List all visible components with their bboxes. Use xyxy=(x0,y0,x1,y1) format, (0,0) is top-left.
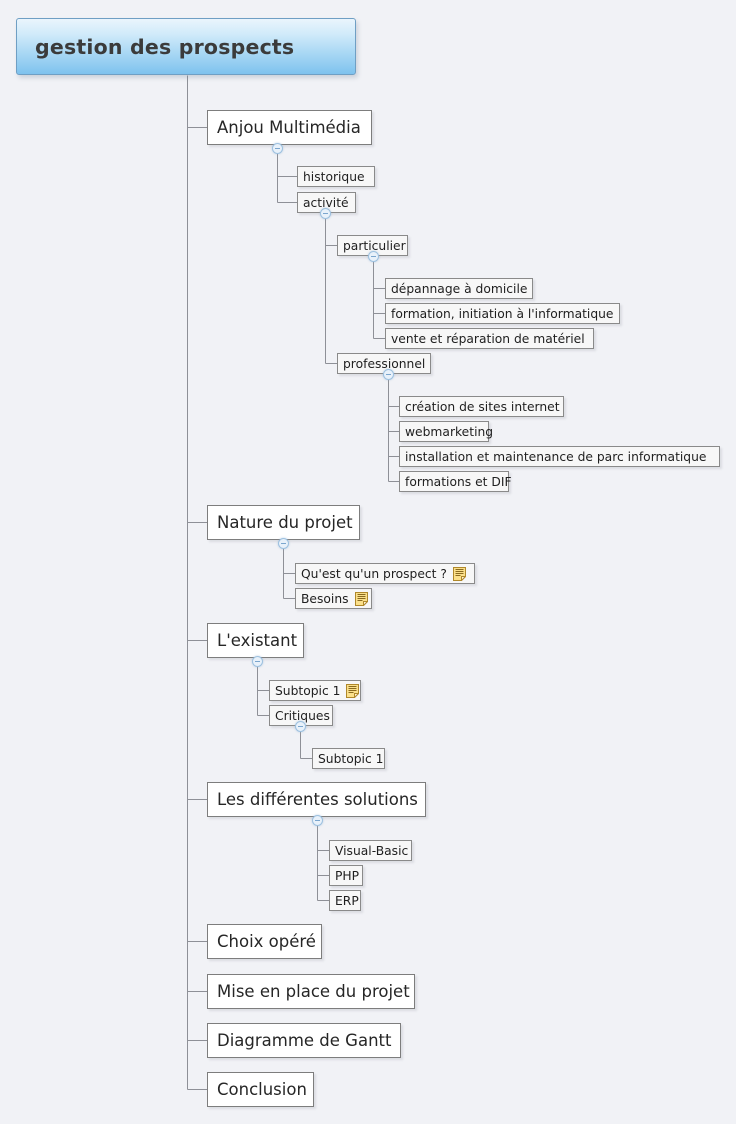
node-particulier-label: particulier xyxy=(343,238,406,253)
node-creation-de-sites-internet[interactable]: création de sites internet xyxy=(399,396,564,417)
node-quest-quun-prospect-label: Qu'est qu'un prospect ? xyxy=(301,566,447,581)
node-webmarketing-label: webmarketing xyxy=(405,424,494,439)
node-anjou-multimedia[interactable]: Anjou Multimédia xyxy=(207,110,372,145)
node-visual-basic-label: Visual-Basic xyxy=(335,843,409,858)
node-diagramme-de-gantt-label: Diagramme de Gantt xyxy=(217,1031,392,1050)
collapse-handle-activite[interactable] xyxy=(320,208,331,219)
node-anjou-multimedia-label: Anjou Multimédia xyxy=(217,118,361,137)
node-subtopic-1-existant-label: Subtopic 1 xyxy=(275,683,341,698)
node-vente-et-reparation-de-materiel[interactable]: vente et réparation de matériel xyxy=(385,328,594,349)
node-besoins[interactable]: Besoins xyxy=(295,588,372,609)
node-nature-du-projet-label: Nature du projet xyxy=(217,513,353,532)
collapse-handle-professionnel[interactable] xyxy=(383,369,394,380)
node-erp[interactable]: ERP xyxy=(329,890,361,911)
node-depannage-a-domicile-label: dépannage à domicile xyxy=(391,281,528,296)
note-icon xyxy=(452,566,466,581)
node-installation-maintenance-parc[interactable]: installation et maintenance de parc info… xyxy=(399,446,720,467)
node-subtopic-1-critiques[interactable]: Subtopic 1 xyxy=(312,748,385,769)
node-formations-et-dif[interactable]: formations et DIF xyxy=(399,471,512,492)
node-visual-basic[interactable]: Visual-Basic xyxy=(329,840,412,861)
node-creation-de-sites-internet-label: création de sites internet xyxy=(405,399,560,414)
collapse-handle-anjou[interactable] xyxy=(272,143,283,154)
node-historique-label: historique xyxy=(303,169,365,184)
node-webmarketing[interactable]: webmarketing xyxy=(399,421,493,442)
root-node[interactable]: gestion des prospects xyxy=(16,18,356,75)
node-lexistant[interactable]: L'existant xyxy=(207,623,304,658)
node-vente-et-reparation-de-materiel-label: vente et réparation de matériel xyxy=(391,331,585,346)
note-icon xyxy=(354,591,368,606)
node-depannage-a-domicile[interactable]: dépannage à domicile xyxy=(385,278,533,299)
node-mise-en-place-du-projet-label: Mise en place du projet xyxy=(217,982,410,1001)
node-formation-initiation-informatique[interactable]: formation, initiation à l'informatique xyxy=(385,303,620,324)
node-activite-label: activité xyxy=(303,195,349,210)
node-php[interactable]: PHP xyxy=(329,865,363,886)
node-php-label: PHP xyxy=(335,868,360,883)
root-node-label: gestion des prospects xyxy=(35,34,295,59)
node-critiques-label: Critiques xyxy=(275,708,330,723)
node-lexistant-label: L'existant xyxy=(217,631,298,650)
node-critiques[interactable]: Critiques xyxy=(269,705,333,726)
node-besoins-label: Besoins xyxy=(301,591,349,606)
collapse-handle-critiques[interactable] xyxy=(295,721,306,732)
node-les-differentes-solutions-label: Les différentes solutions xyxy=(217,790,418,809)
node-professionnel-label: professionnel xyxy=(343,356,426,371)
node-conclusion-label: Conclusion xyxy=(217,1080,307,1099)
collapse-handle-solutions[interactable] xyxy=(312,815,323,826)
node-diagramme-de-gantt[interactable]: Diagramme de Gantt xyxy=(207,1023,401,1058)
collapse-handle-lexistant[interactable] xyxy=(252,656,263,667)
note-icon xyxy=(346,683,360,698)
node-quest-quun-prospect[interactable]: Qu'est qu'un prospect ? xyxy=(295,563,475,584)
collapse-handle-nature[interactable] xyxy=(278,538,289,549)
node-historique[interactable]: historique xyxy=(297,166,375,187)
node-subtopic-1-existant[interactable]: Subtopic 1 xyxy=(269,680,361,701)
node-mise-en-place-du-projet[interactable]: Mise en place du projet xyxy=(207,974,415,1009)
node-formation-initiation-informatique-label: formation, initiation à l'informatique xyxy=(391,306,614,321)
collapse-handle-particulier[interactable] xyxy=(368,251,379,262)
node-conclusion[interactable]: Conclusion xyxy=(207,1072,314,1107)
node-formations-et-dif-label: formations et DIF xyxy=(405,474,512,489)
node-activite[interactable]: activité xyxy=(297,192,356,213)
node-subtopic-1-critiques-label: Subtopic 1 xyxy=(318,751,384,766)
node-les-differentes-solutions[interactable]: Les différentes solutions xyxy=(207,782,426,817)
node-installation-maintenance-parc-label: installation et maintenance de parc info… xyxy=(405,449,707,464)
node-erp-label: ERP xyxy=(335,893,359,908)
node-choix-opere[interactable]: Choix opéré xyxy=(207,924,322,959)
node-nature-du-projet[interactable]: Nature du projet xyxy=(207,505,360,540)
node-choix-opere-label: Choix opéré xyxy=(217,932,316,951)
